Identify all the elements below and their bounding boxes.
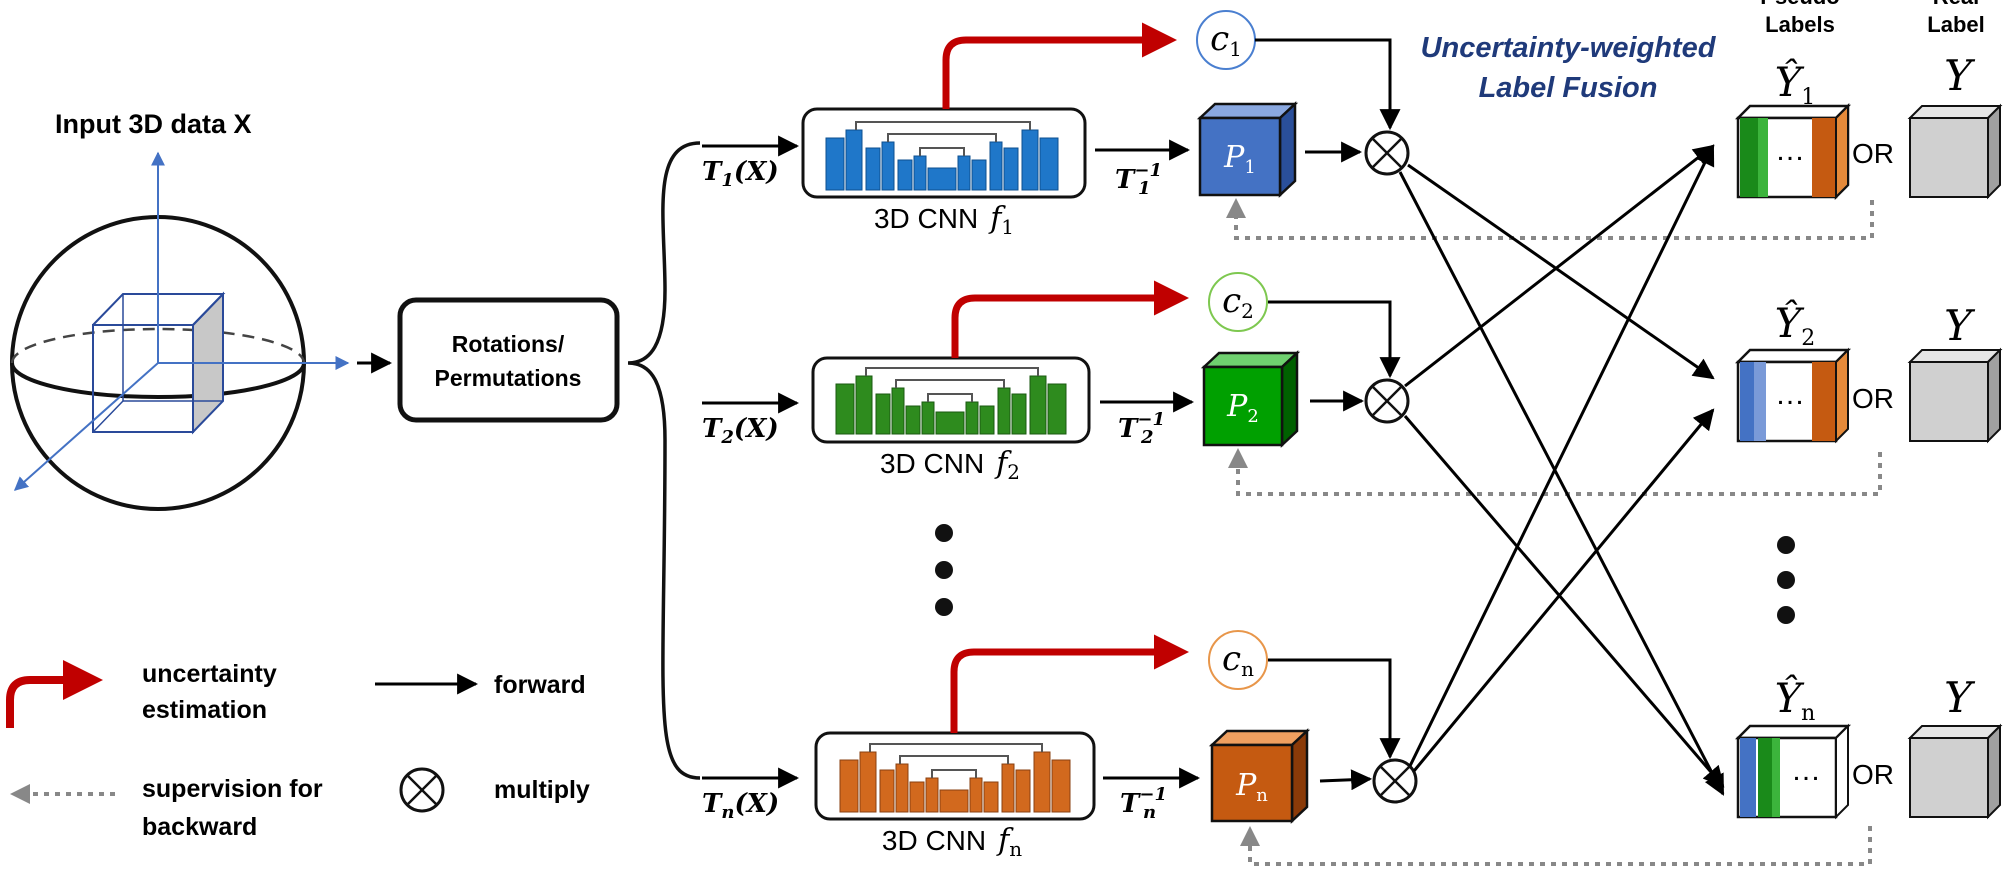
uncertainty-arrow-1 [942, 22, 1177, 109]
svg-text:Permutations: Permutations [435, 365, 582, 391]
legend: uncertainty estimation forward supervisi… [6, 660, 590, 841]
svg-text:multiply: multiply [494, 776, 590, 804]
svg-text:uncertainty: uncertainty [142, 660, 277, 688]
sphere-equator-back [10, 327, 306, 364]
svg-text:supervision for: supervision for [142, 775, 323, 803]
pseudo-label-cube-2: … [1734, 347, 1852, 444]
ellipsis-dots-left [935, 524, 953, 616]
svg-text:Label Fusion: Label Fusion [1479, 72, 1658, 104]
unet-icon-1 [825, 129, 1059, 191]
real-label-cube-1 [1907, 103, 2003, 200]
transform-label-n: Tn(X) [702, 789, 779, 823]
transform-label-1: T1(X) [702, 157, 779, 191]
svg-text:Uncertainty-weighted: Uncertainty-weighted [1421, 32, 1717, 64]
confidence-node-2 [1208, 272, 1268, 332]
input-3d-data: Input 3D data X [10, 109, 393, 511]
unet-icon-n [839, 751, 1071, 813]
pseudo-label-symbol-2: Ŷ2 [1775, 300, 1815, 351]
svg-text:estimation: estimation [142, 696, 267, 724]
real-label-cube-2 [1907, 347, 2003, 444]
confidence-node-n [1208, 630, 1268, 690]
real-label-symbol-1: Y [1944, 51, 1976, 100]
ellipsis-dots-right [1777, 536, 1795, 624]
legend-multiply-icon [399, 767, 445, 813]
real-label-symbol-2: Y [1944, 301, 1976, 350]
svg-text:cn: cn [1222, 639, 1254, 681]
supervision-arrow-2 [1228, 448, 1882, 496]
pseudo-label-symbol-n: Ŷn [1775, 675, 1816, 726]
cube-front [92, 324, 194, 433]
svg-text:…: … [1775, 134, 1805, 167]
uncertainty-arrow-2 [951, 280, 1189, 358]
unet-icon-2 [835, 375, 1067, 435]
svg-text:Pseudo: Pseudo [1760, 0, 1839, 9]
svg-text:P2: P2 [1226, 389, 1259, 427]
uncertainty-arrow-n [950, 634, 1189, 733]
input-label: Input 3D data X [55, 109, 252, 139]
prediction-cube-2: P2 [1200, 350, 1301, 448]
pseudo-label-cube-1: … [1734, 102, 1852, 201]
real-label-cube-n [1907, 723, 2003, 820]
svg-text:P1: P1 [1223, 140, 1256, 178]
supervision-arrow-n [1240, 826, 1872, 866]
svg-text:forward: forward [494, 671, 586, 699]
real-label-symbol-n: Y [1944, 673, 1976, 722]
multiply-node-n [1372, 758, 1418, 804]
or-label-1: OR [1852, 138, 1894, 169]
svg-text:Labels: Labels [1765, 12, 1835, 37]
svg-text:…: … [1775, 378, 1805, 411]
svg-text:c2: c2 [1222, 281, 1254, 323]
svg-text:Label: Label [1927, 12, 1984, 37]
or-label-n: OR [1852, 759, 1894, 790]
fusion-title: Uncertainty-weighted Label Fusion [1421, 32, 1717, 104]
cube-top [92, 293, 226, 326]
svg-text:Pn: Pn [1235, 768, 1268, 806]
svg-text:c1: c1 [1210, 19, 1242, 61]
prediction-cube-n: Pn [1208, 728, 1311, 824]
pseudo-label-cube-n: … [1734, 723, 1852, 820]
svg-text:backward: backward [142, 813, 257, 841]
transform-label-2: T2(X) [702, 414, 779, 448]
rotations-permutations-box: Rotations/ Permutations [397, 297, 620, 423]
fusion-cross-lines [1398, 144, 1725, 796]
svg-text:Rotations/: Rotations/ [452, 331, 565, 357]
pseudo-label-symbol-1: Ŷ1 [1775, 59, 1815, 110]
multiply-node-1 [1364, 130, 1410, 176]
multiply-node-2 [1364, 378, 1410, 424]
legend-uncertainty-arrow [6, 660, 103, 728]
svg-text:…: … [1791, 754, 1821, 787]
axis-y [13, 362, 159, 491]
column-headers: Pseudo Labels Real Label [1760, 0, 1984, 37]
sphere-equator-front [10, 362, 306, 399]
branch-brace [627, 141, 701, 780]
svg-text:Real: Real [1933, 0, 1979, 9]
supervision-arrow-1 [1226, 198, 1874, 240]
prediction-cube-1: P1 [1196, 101, 1299, 198]
or-label-2: OR [1852, 383, 1894, 414]
